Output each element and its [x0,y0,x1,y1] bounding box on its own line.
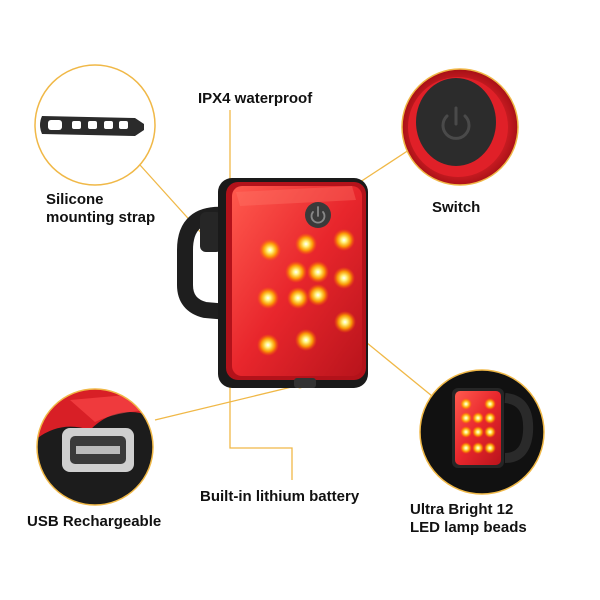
switch-callout [401,68,519,186]
power-icon [441,106,471,140]
battery-label: Built-in lithium battery [200,488,360,505]
callout-line-usb [154,384,301,421]
callout-line-battery [229,352,293,480]
switch-label: Switch [432,199,481,216]
usb-label: USB Rechargeable [27,513,162,530]
led-beads [257,229,356,356]
led-label-line1: Ultra Bright 12 [410,501,514,518]
led-label-line2: LED lamp beads [410,519,527,536]
usb-callout [36,388,154,506]
led-label: Ultra Bright 12 LED lamp beads [410,501,527,537]
strap-callout [34,64,156,186]
strap-label: Silicone mounting strap [46,191,155,227]
strap-label-line2: mounting strap [46,209,156,226]
strap-label-line1: Silicone [46,191,104,208]
ipx4-label: IPX4 waterproof [198,90,313,107]
mini-product-callout [419,369,545,495]
main-tail-light [177,178,368,388]
